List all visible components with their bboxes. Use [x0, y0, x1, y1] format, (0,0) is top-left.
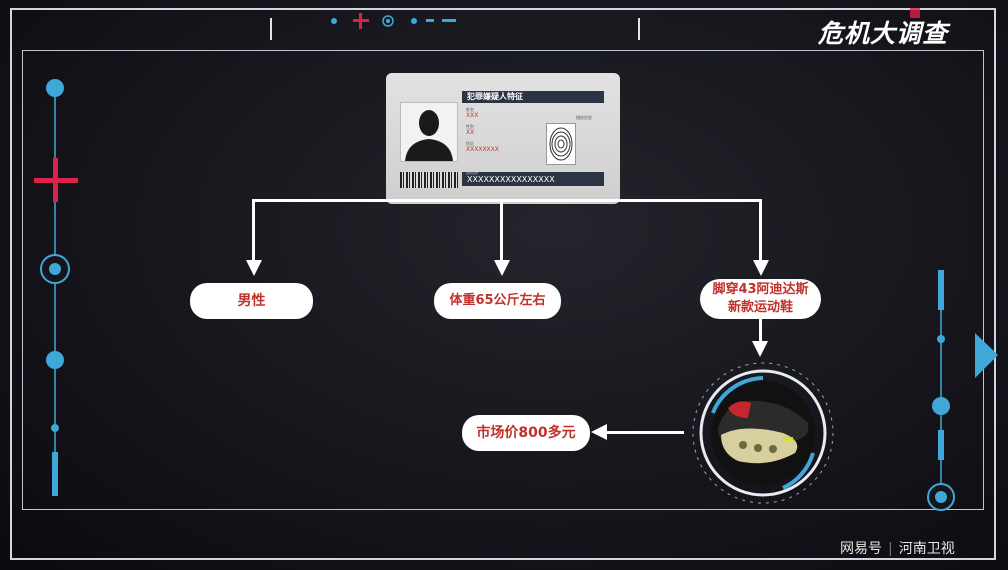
watermark-channel: 河南卫视 — [898, 541, 955, 557]
top-divider-right — [638, 18, 640, 40]
watermark: 网易号|河南卫视 — [840, 541, 955, 557]
suspect-silhouette-icon — [400, 102, 458, 162]
connector-right — [759, 199, 762, 261]
program-title: 危机大调查 — [818, 19, 949, 48]
card-field-gender: 性别 XX — [466, 124, 475, 136]
connector-middle — [500, 199, 503, 261]
top-hud-row-icon — [331, 8, 920, 29]
card-id-number: 身份证号 XXXXXXXXXXXXXXXX — [462, 171, 604, 186]
suspect-id-card: 犯罪嫌疑人特征 姓名 XXX 性别 XX 住址 XXXXXXXX 指纹信息 身份… — [386, 73, 620, 204]
right-hud-icon — [927, 270, 998, 511]
left-hud-icon — [34, 79, 78, 496]
fingerprint-label: 指纹信息 — [576, 115, 592, 120]
sneaker-scanner-icon — [692, 362, 834, 504]
barcode-icon — [400, 172, 458, 188]
card-field-address: 住址 XXXXXXXX — [466, 141, 499, 153]
outer-frame — [10, 8, 996, 560]
arrow-down-left-icon — [246, 260, 262, 276]
arrow-down-right-icon — [753, 260, 769, 276]
arrow-left-price-icon — [591, 424, 607, 440]
connector-price — [606, 431, 684, 434]
trait-shoes: 脚穿43阿迪达斯 新款运动鞋 — [700, 279, 821, 319]
watermark-platform: 网易号 — [840, 541, 882, 557]
connector-left — [252, 199, 255, 261]
inner-frame — [22, 50, 984, 510]
arrow-down-shoe-icon — [752, 341, 768, 357]
connector-horizontal — [252, 199, 762, 202]
fingerprint-icon — [546, 123, 576, 165]
trait-weight: 体重65公斤左右 — [434, 283, 561, 319]
trait-price: 市场价800多元 — [462, 415, 590, 451]
top-divider-left — [270, 18, 272, 40]
card-field-name: 姓名 XXX — [466, 107, 479, 119]
card-heading: 犯罪嫌疑人特征 — [462, 91, 604, 103]
arrow-down-middle-icon — [494, 260, 510, 276]
connector-to-shoe — [759, 318, 762, 344]
trait-gender: 男性 — [190, 283, 313, 319]
